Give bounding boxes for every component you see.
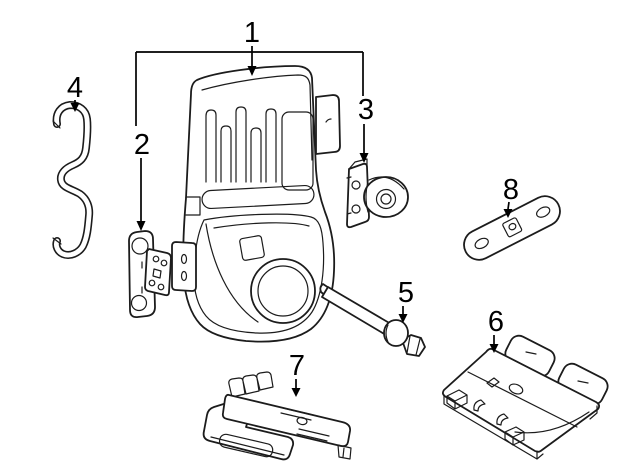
callout-3[interactable]: 3	[358, 94, 374, 163]
callout-2[interactable]: 2	[134, 129, 150, 231]
callout-6-label[interactable]: 6	[488, 306, 504, 338]
callout-6[interactable]: 6	[488, 306, 504, 353]
callout-1-label[interactable]: 1	[244, 17, 260, 49]
leader-line	[507, 201, 510, 210]
callout-3-label[interactable]: 3	[358, 94, 374, 126]
callout-8[interactable]: 8	[503, 174, 519, 218]
part-2-small-bracket-drawing	[128, 230, 172, 319]
arrow-down-icon	[503, 209, 513, 218]
callout-5-label[interactable]: 5	[398, 277, 414, 309]
part-6-mounting-plate-drawing	[441, 334, 609, 460]
callout-7-label[interactable]: 7	[289, 350, 305, 382]
leader-line	[135, 46, 364, 126]
arrow-down-icon	[247, 66, 257, 76]
callout-5[interactable]: 5	[398, 277, 414, 323]
callout-7[interactable]: 7	[289, 350, 305, 397]
arrow-down-icon	[136, 221, 146, 231]
callout-4[interactable]: 4	[67, 72, 83, 112]
arrow-down-icon	[489, 344, 499, 353]
callout-2-label[interactable]: 2	[134, 129, 150, 161]
part-1-main-module-drawing	[171, 65, 341, 343]
callout-8-label[interactable]: 8	[503, 174, 519, 206]
part-4-wire-clip-drawing	[52, 101, 94, 259]
part-8-strap-bracket-drawing	[463, 195, 561, 261]
part-3-round-sensor-drawing	[346, 158, 409, 229]
arrow-down-icon	[291, 388, 301, 397]
arrow-down-icon	[359, 153, 369, 163]
callout-1[interactable]: 1	[135, 17, 364, 126]
callout-4-label[interactable]: 4	[67, 72, 83, 104]
arrow-down-icon	[398, 314, 408, 323]
part-5-bolt-drawing	[319, 283, 426, 357]
arrow-down-icon	[70, 103, 80, 112]
part-7-support-bracket-drawing	[202, 371, 352, 461]
